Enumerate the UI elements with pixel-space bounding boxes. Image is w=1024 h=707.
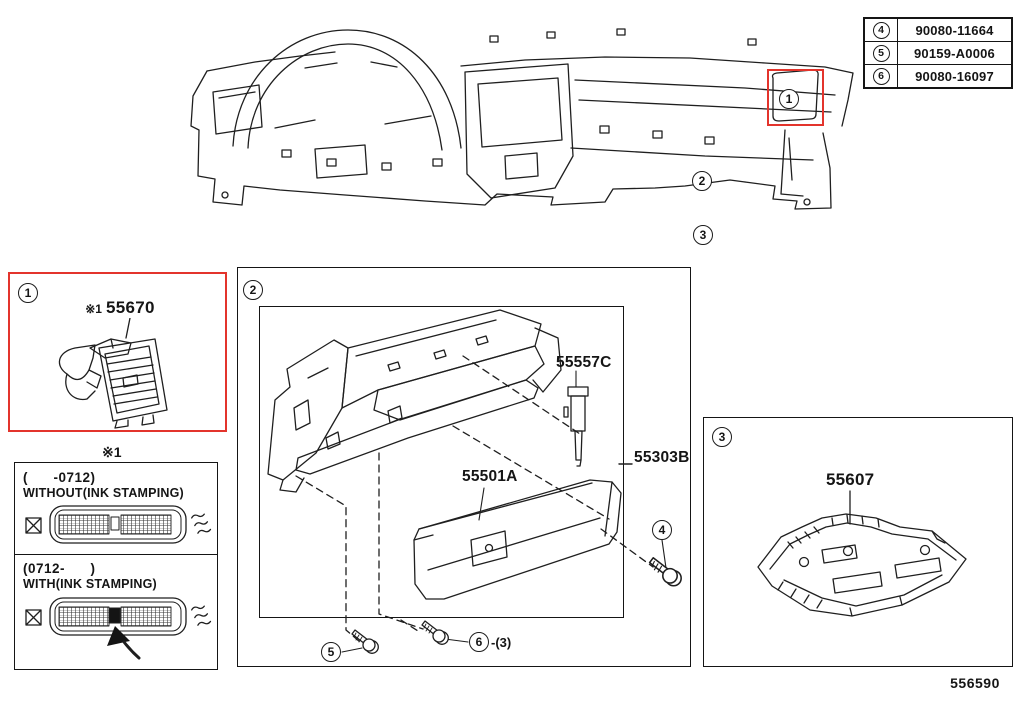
- part-label-55607[interactable]: 55607: [826, 470, 875, 489]
- airflow-icon: [191, 605, 212, 626]
- screw-icon: [421, 620, 449, 645]
- panel-undercover-box: 3 55607: [703, 417, 1013, 667]
- date-range: ( -0712): [23, 470, 96, 485]
- diagram-number: 556590: [950, 675, 1000, 691]
- crossed-box-icon: [25, 609, 42, 626]
- callout-6-quantity: -(3): [491, 635, 512, 650]
- table-row[interactable]: 6 90080-16097: [865, 64, 1011, 87]
- table-callout-5: 5: [872, 44, 890, 62]
- variant-without-section: ( -0712) WITHOUT(INK STAMPING): [15, 463, 217, 555]
- part-number-cell[interactable]: 90080-11664: [915, 22, 994, 38]
- callout-4[interactable]: 4: [652, 520, 672, 540]
- main-view-highlight-box: [767, 69, 824, 126]
- main-callout-3[interactable]: 3: [693, 225, 713, 245]
- condition-text: WITHOUT(INK STAMPING): [23, 486, 184, 500]
- part-label-55501A[interactable]: 55501A: [462, 468, 518, 485]
- table-callout-6: 6: [872, 67, 890, 85]
- screw-icon: [648, 557, 682, 587]
- instrument-panel-drawing: [190, 28, 854, 210]
- screw-icon: [351, 629, 379, 654]
- glovebox-inner-box: [259, 306, 624, 618]
- main-callout-1[interactable]: 1: [779, 89, 799, 109]
- callout-5[interactable]: 5: [321, 642, 341, 662]
- note-box-title: ※1: [102, 444, 122, 460]
- part-label-55557C[interactable]: 55557C: [556, 354, 612, 371]
- callout-6[interactable]: 6: [469, 632, 489, 652]
- vent-with-drawing: [25, 597, 212, 660]
- arrow-icon: [107, 626, 141, 660]
- note-box: ( -0712) WITHOUT(INK STAMPING): [14, 462, 218, 670]
- part-number-cell[interactable]: 90080-16097: [915, 68, 994, 84]
- panel-1-callout[interactable]: 1: [18, 283, 38, 303]
- panel-2-callout[interactable]: 2: [243, 280, 263, 300]
- note-ref-mark: ※1: [85, 302, 102, 316]
- main-callout-2[interactable]: 2: [692, 171, 712, 191]
- vent-without-drawing: [25, 505, 212, 544]
- table-callout-4: 4: [872, 21, 890, 39]
- fastener-part-table: 4 90080-11664 5 90159-A0006 6 90080-1609…: [863, 17, 1013, 89]
- table-row[interactable]: 4 90080-11664: [865, 19, 1011, 41]
- register-drawing: [58, 318, 168, 429]
- undercover-drawing: [757, 490, 967, 617]
- table-row[interactable]: 5 90159-A0006: [865, 41, 1011, 64]
- airflow-icon: [191, 513, 212, 534]
- condition-text: WITH(INK STAMPING): [23, 577, 157, 591]
- variant-with-section: (0712- ) WITH(INK STAMPING): [15, 555, 217, 661]
- part-number-cell[interactable]: 90159-A0006: [914, 45, 995, 61]
- panel-glovebox-box: 2: [237, 267, 691, 667]
- crossed-box-icon: [25, 517, 42, 534]
- part-label-55303B[interactable]: 55303B: [634, 449, 690, 466]
- part-label-55670[interactable]: 55670: [105, 298, 155, 317]
- date-range: (0712- ): [23, 561, 96, 576]
- panel-3-callout[interactable]: 3: [712, 427, 732, 447]
